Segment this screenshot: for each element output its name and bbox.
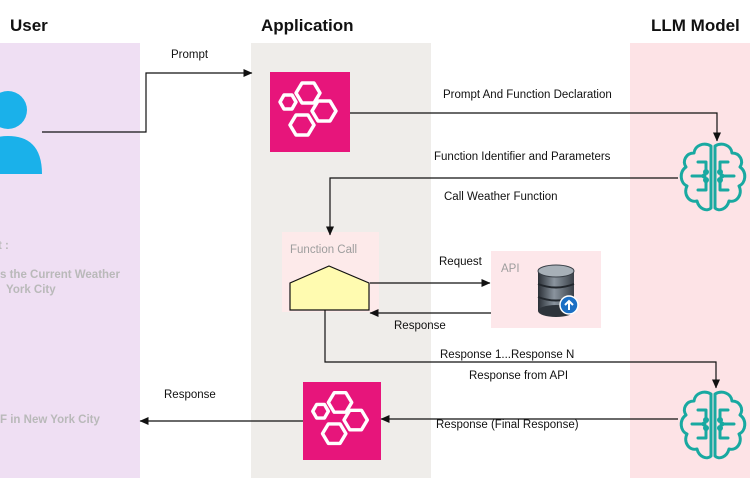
label-response-user: Response <box>164 389 216 401</box>
user-answer: F in New York City <box>0 414 100 426</box>
label-prompt: Prompt <box>171 49 209 61</box>
user-column-header: User <box>10 16 48 35</box>
user-avatar <box>0 88 42 174</box>
arrow-function-identifier <box>326 177 678 236</box>
brain-circuit-icon <box>679 390 747 460</box>
user-icon <box>0 91 42 174</box>
llm-icon-bottom <box>678 388 748 464</box>
user-prompt-heading: t : <box>0 240 9 252</box>
arrow-prompt <box>42 69 253 133</box>
label-function-identifier: Function Identifier and Parameters <box>434 151 611 163</box>
label-api-response: Response <box>394 320 446 332</box>
label-response-from-api: Response from API <box>469 370 569 382</box>
database-icon <box>537 264 579 317</box>
label-final-response: Response (Final Response) <box>436 419 579 431</box>
app-hexagon-icon <box>278 81 338 137</box>
application-column-header: Application <box>261 16 354 35</box>
function-call-shape <box>289 265 370 311</box>
label-response-1-n: Response 1...Response N <box>440 349 575 361</box>
app-icon-top <box>270 72 350 152</box>
user-prompt-line2: York City <box>6 284 56 296</box>
brain-circuit-icon <box>679 142 747 212</box>
label-request: Request <box>439 256 482 268</box>
llm-icon-top <box>678 140 748 216</box>
label-function-call: Function Call <box>290 244 358 256</box>
arrow-response-1-n <box>324 307 720 389</box>
app-icon-bottom <box>303 382 381 460</box>
label-api: API <box>501 263 520 275</box>
llm-lane <box>630 43 750 478</box>
llm-column-header: LLM Model <box>651 16 740 35</box>
label-prompt-and-declaration: Prompt And Function Declaration <box>443 89 612 101</box>
label-call-weather: Call Weather Function <box>444 191 558 203</box>
user-prompt-line1: s the Current Weather <box>0 269 120 281</box>
app-hexagon-icon <box>311 391 370 446</box>
api-database <box>535 263 581 319</box>
arrow-prompt-declaration <box>350 112 721 142</box>
